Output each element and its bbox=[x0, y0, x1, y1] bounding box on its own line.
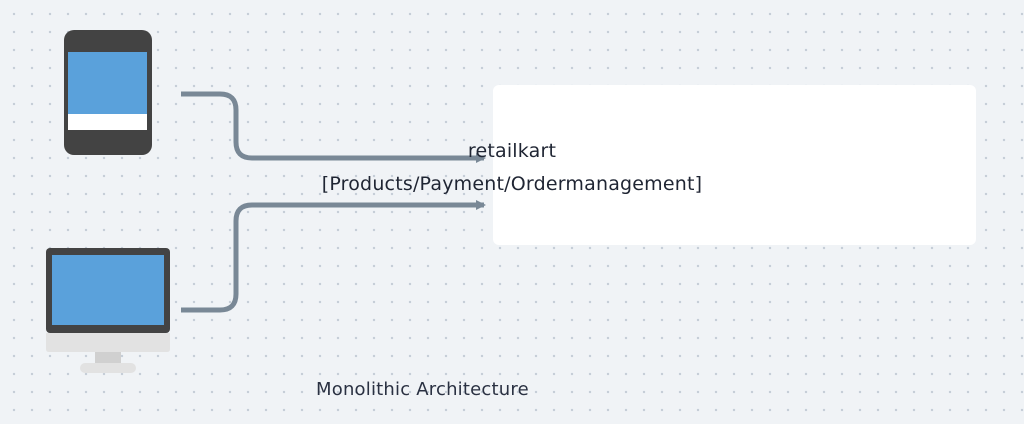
service-modules-label: [Products/Payment/Ordermanagement] bbox=[321, 173, 703, 195]
connector-arrow-mobile bbox=[181, 91, 486, 163]
mobile-phone-icon bbox=[64, 30, 152, 155]
connector-arrow-desktop bbox=[181, 200, 486, 313]
diagram-caption: Monolithic Architecture bbox=[316, 379, 529, 400]
desktop-monitor-icon bbox=[46, 248, 170, 373]
monolith-service-box bbox=[493, 85, 976, 245]
service-name-label: retailkart bbox=[467, 140, 557, 162]
